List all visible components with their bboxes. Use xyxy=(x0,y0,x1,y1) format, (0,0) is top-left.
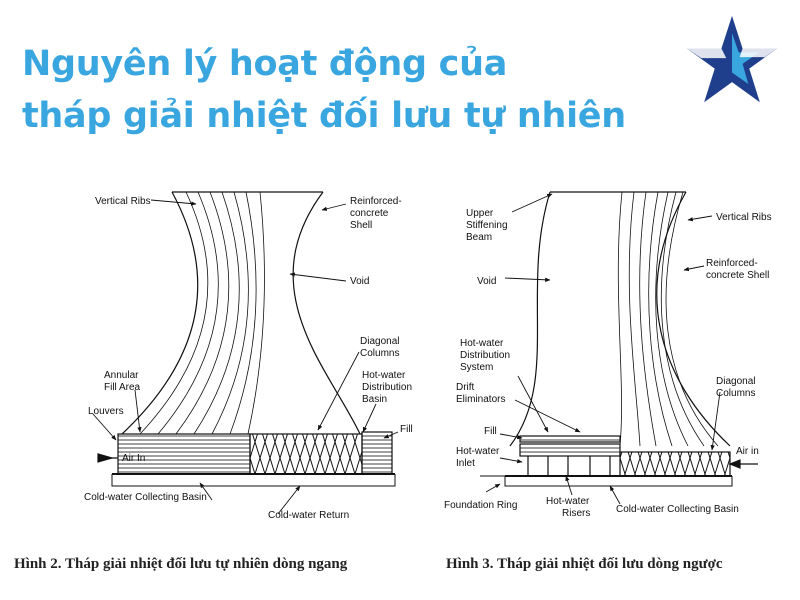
label-hotwater-line-3: Basin xyxy=(362,394,387,405)
label-air-in: Air in xyxy=(736,446,759,457)
label-void: Void xyxy=(350,276,369,287)
label-hotwater-line-1: Hot-water xyxy=(362,370,406,381)
label-drift-line-2: Eliminators xyxy=(456,394,505,405)
label-annular-line-1: Annular xyxy=(104,370,139,381)
page-title-line-2: tháp giải nhiệt đối lưu tự nhiên xyxy=(22,96,626,136)
label-vertical-ribs: Vertical Ribs xyxy=(716,212,772,223)
label-upper-line-1: Upper xyxy=(466,208,494,219)
label-risers-line-2: Risers xyxy=(562,508,590,519)
label-louvers: Louvers xyxy=(88,406,124,417)
counterflow-leaders xyxy=(485,193,721,505)
label-inlet-line-1: Hot-water xyxy=(456,446,500,457)
cooling-tower-diagrams: Vertical Ribs Reinforced- concrete Shell… xyxy=(84,191,772,521)
label-hotdist-line-3: System xyxy=(460,362,493,373)
label-cold-return: Cold-water Return xyxy=(268,510,349,521)
crossflow-labels: Vertical Ribs Reinforced- concrete Shell… xyxy=(84,196,413,521)
label-foundation: Foundation Ring xyxy=(444,500,517,511)
counterflow-tower-drawing xyxy=(480,191,758,487)
label-fill: Fill xyxy=(484,426,497,437)
label-inlet-line-2: Inlet xyxy=(456,458,475,469)
label-risers-line-1: Hot-water xyxy=(546,496,590,507)
label-cold-basin: Cold-water Collecting Basin xyxy=(616,504,739,515)
label-hotdist-line-1: Hot-water xyxy=(460,338,504,349)
label-upper-line-2: Stiffening xyxy=(466,220,508,231)
crossflow-leaders xyxy=(92,199,399,515)
page-title-line-1: Nguyên lý hoạt động của xyxy=(22,44,508,84)
label-reinforced-line-3: Shell xyxy=(350,220,372,231)
label-diagonal-line-1: Diagonal xyxy=(716,376,755,387)
label-reinforced-line-2: concrete xyxy=(350,208,389,219)
label-reinforced-line-1: Reinforced- xyxy=(350,196,402,207)
label-upper-line-3: Beam xyxy=(466,232,492,243)
label-hotdist-line-2: Distribution xyxy=(460,350,510,361)
label-cold-basin: Cold-water Collecting Basin xyxy=(84,492,207,503)
label-diagonal-line-2: Columns xyxy=(360,348,399,359)
label-reinforced-line-1: Reinforced- xyxy=(706,258,758,269)
star-icon xyxy=(686,15,778,103)
label-diagonal-line-1: Diagonal xyxy=(360,336,399,347)
label-diagonal-line-2: Columns xyxy=(716,388,755,399)
label-void: Void xyxy=(477,276,496,287)
label-vertical-ribs: Vertical Ribs xyxy=(95,196,151,207)
label-reinforced-line-2: concrete Shell xyxy=(706,270,769,281)
label-drift-line-1: Drift xyxy=(456,382,475,393)
counterflow-labels: Upper Stiffening Beam Vertical Ribs Rein… xyxy=(444,208,772,519)
page-title: Nguyên lý hoạt động của tháp giải nhiệt … xyxy=(22,38,626,142)
figure-caption-crossflow: Hình 2. Tháp giải nhiệt đối lưu tự nhiên… xyxy=(14,556,348,572)
crossflow-tower-drawing xyxy=(97,191,396,487)
label-hotwater-line-2: Distribution xyxy=(362,382,412,393)
label-fill: Fill xyxy=(400,424,413,435)
figure-caption-counterflow: Hình 3. Tháp giải nhiệt đối lưu dòng ngư… xyxy=(446,556,723,572)
label-annular-line-2: Fill Area xyxy=(104,382,141,393)
label-air-in: Air In xyxy=(122,453,145,464)
